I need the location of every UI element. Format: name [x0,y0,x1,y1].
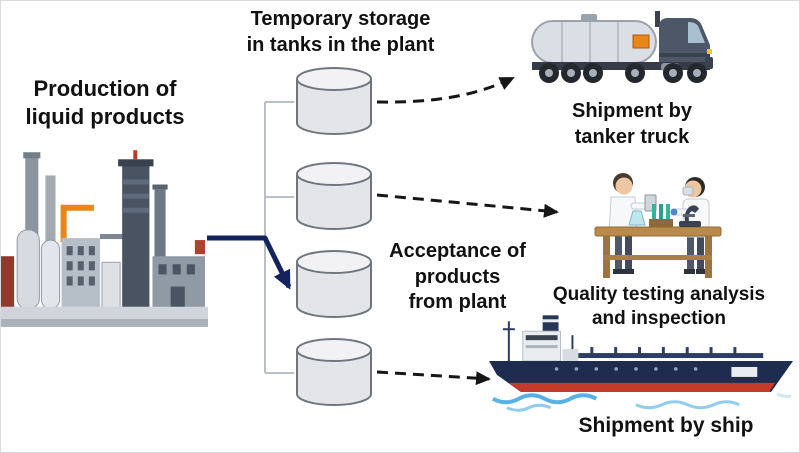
factory-illustration [1,137,208,329]
tank-icon [296,162,372,230]
factory-right-windows [158,264,195,309]
tank-icon [296,250,372,318]
acceptance-label: Acceptance of products from plant [389,240,526,314]
ship-illustration [487,315,795,413]
factory-to-tanks-arrow [207,235,292,290]
portholes [554,367,698,371]
lab-scientists-icon [594,173,722,278]
tank-icon [296,338,372,406]
oil-tanker-icon [488,315,794,412]
deck-pipes [590,347,737,355]
microscope-icon [679,205,701,227]
storage-tank-2 [295,162,373,232]
quality-testing-label: Quality testing analysis and inspection [552,284,766,330]
production-label: Production of liquid products [25,76,185,130]
tank-to-truck-arrow [376,76,515,104]
storage-tank-4 [295,338,373,408]
tank-to-lab-arrow [376,193,559,218]
tank-to-ship-arrow [376,370,491,386]
storage-tank-3 [295,250,373,320]
factory-windows [66,246,95,286]
test-tubes [628,204,673,227]
water-waves [492,392,792,412]
tank-connector-lines [264,101,294,374]
truck-wheels [539,63,707,83]
tanker-truck-icon [531,11,713,83]
storage-tank-1 [295,67,373,137]
storage-label: Temporary storage in tanks in the plant [246,8,435,56]
tank-icon [296,67,372,135]
quality-testing-illustration [571,151,746,283]
shipment-truck-label: Shipment by tanker truck [571,100,692,148]
factory-icon [1,150,208,327]
shipment-ship-label: Shipment by ship [578,414,754,437]
tanker-truck-illustration [529,5,724,97]
